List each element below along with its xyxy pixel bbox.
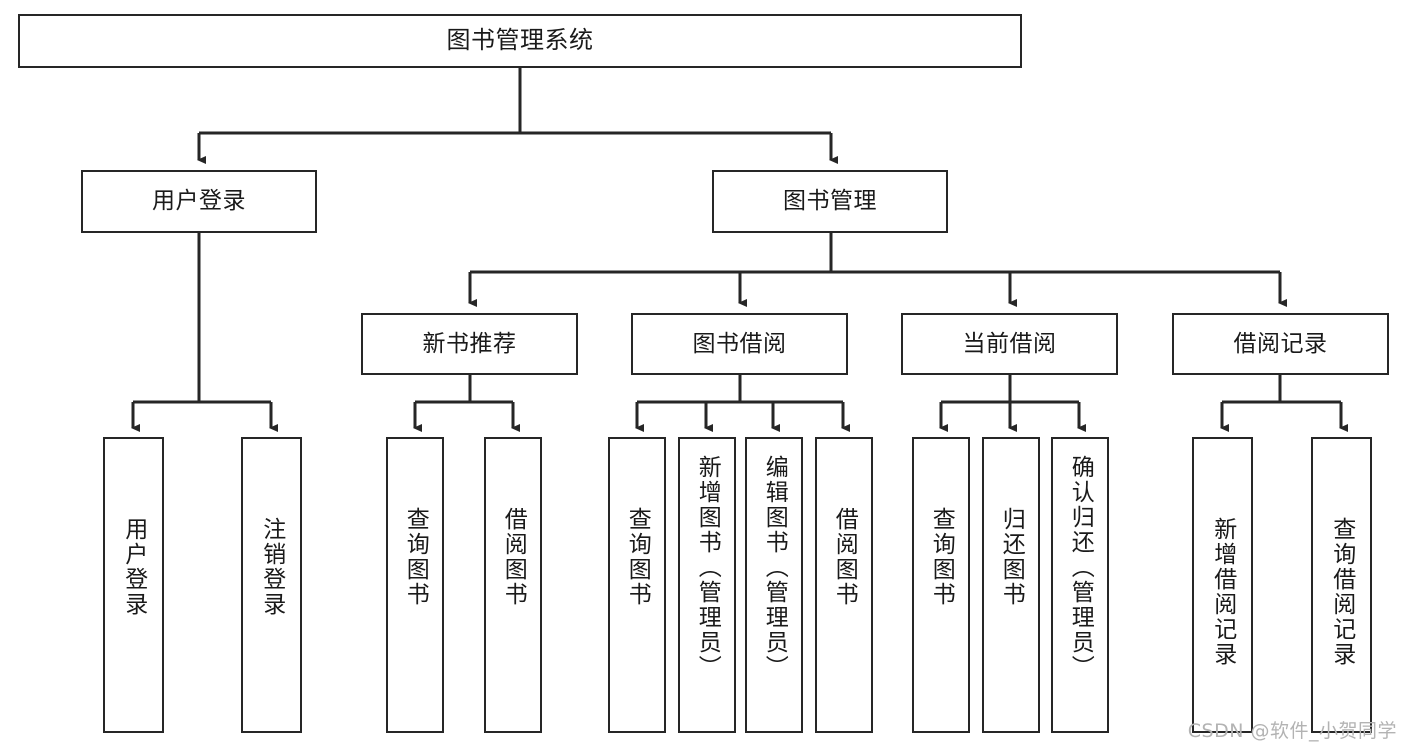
node-label: 编辑图书（管理员） xyxy=(761,455,788,680)
leaf-current-borrow-return-book[interactable]: 归还图书 xyxy=(982,437,1040,733)
node-label: 借阅图书 xyxy=(831,507,858,607)
node-label: 查询借阅记录 xyxy=(1328,517,1355,667)
node-label: 查询图书 xyxy=(928,507,955,607)
leaf-new-book-query-book[interactable]: 查询图书 xyxy=(386,437,444,733)
leaf-new-book-borrow-book[interactable]: 借阅图书 xyxy=(484,437,542,733)
node-book-borrow[interactable]: 图书借阅 xyxy=(631,313,848,375)
leaf-book-borrow-add-book-admin[interactable]: 新增图书（管理员） xyxy=(678,437,736,733)
node-user-login[interactable]: 用户登录 xyxy=(81,170,317,233)
node-label: 查询图书 xyxy=(402,507,429,607)
watermark-text: CSDN @软件_小贺同学 xyxy=(1187,720,1397,742)
node-label: 图书管理 xyxy=(783,188,877,215)
node-label: 图书借阅 xyxy=(692,330,787,357)
node-label: 新增借阅记录 xyxy=(1209,517,1236,667)
leaf-borrow-record-add-record[interactable]: 新增借阅记录 xyxy=(1192,437,1253,733)
node-new-book-recommend[interactable]: 新书推荐 xyxy=(361,313,578,375)
leaf-book-borrow-edit-book-admin[interactable]: 编辑图书（管理员） xyxy=(745,437,803,733)
node-label: 确认归还（管理员） xyxy=(1067,455,1094,680)
node-label: 新书推荐 xyxy=(422,330,517,357)
node-borrow-record[interactable]: 借阅记录 xyxy=(1172,313,1389,375)
leaf-user-login-login[interactable]: 用户登录 xyxy=(103,437,164,733)
node-label: 图书管理系统 xyxy=(446,26,594,55)
node-root-book-management-system[interactable]: 图书管理系统 xyxy=(18,14,1022,68)
node-current-borrow[interactable]: 当前借阅 xyxy=(901,313,1118,375)
leaf-book-borrow-borrow-book[interactable]: 借阅图书 xyxy=(815,437,873,733)
node-book-management[interactable]: 图书管理 xyxy=(712,170,948,233)
leaf-current-borrow-query-book[interactable]: 查询图书 xyxy=(912,437,970,733)
leaf-user-login-logout[interactable]: 注销登录 xyxy=(241,437,302,733)
leaf-borrow-record-query-record[interactable]: 查询借阅记录 xyxy=(1311,437,1372,733)
node-label: 新增图书（管理员） xyxy=(694,455,721,680)
leaf-current-borrow-confirm-return-admin[interactable]: 确认归还（管理员） xyxy=(1051,437,1109,733)
node-label: 借阅图书 xyxy=(500,507,527,607)
node-label: 注销登录 xyxy=(258,517,285,617)
node-label: 用户登录 xyxy=(152,188,246,215)
node-label: 查询图书 xyxy=(624,507,651,607)
node-label: 当前借阅 xyxy=(962,330,1057,357)
leaf-book-borrow-query-book[interactable]: 查询图书 xyxy=(608,437,666,733)
node-label: 归还图书 xyxy=(998,507,1025,607)
node-label: 用户登录 xyxy=(120,517,147,617)
node-label: 借阅记录 xyxy=(1233,330,1328,357)
